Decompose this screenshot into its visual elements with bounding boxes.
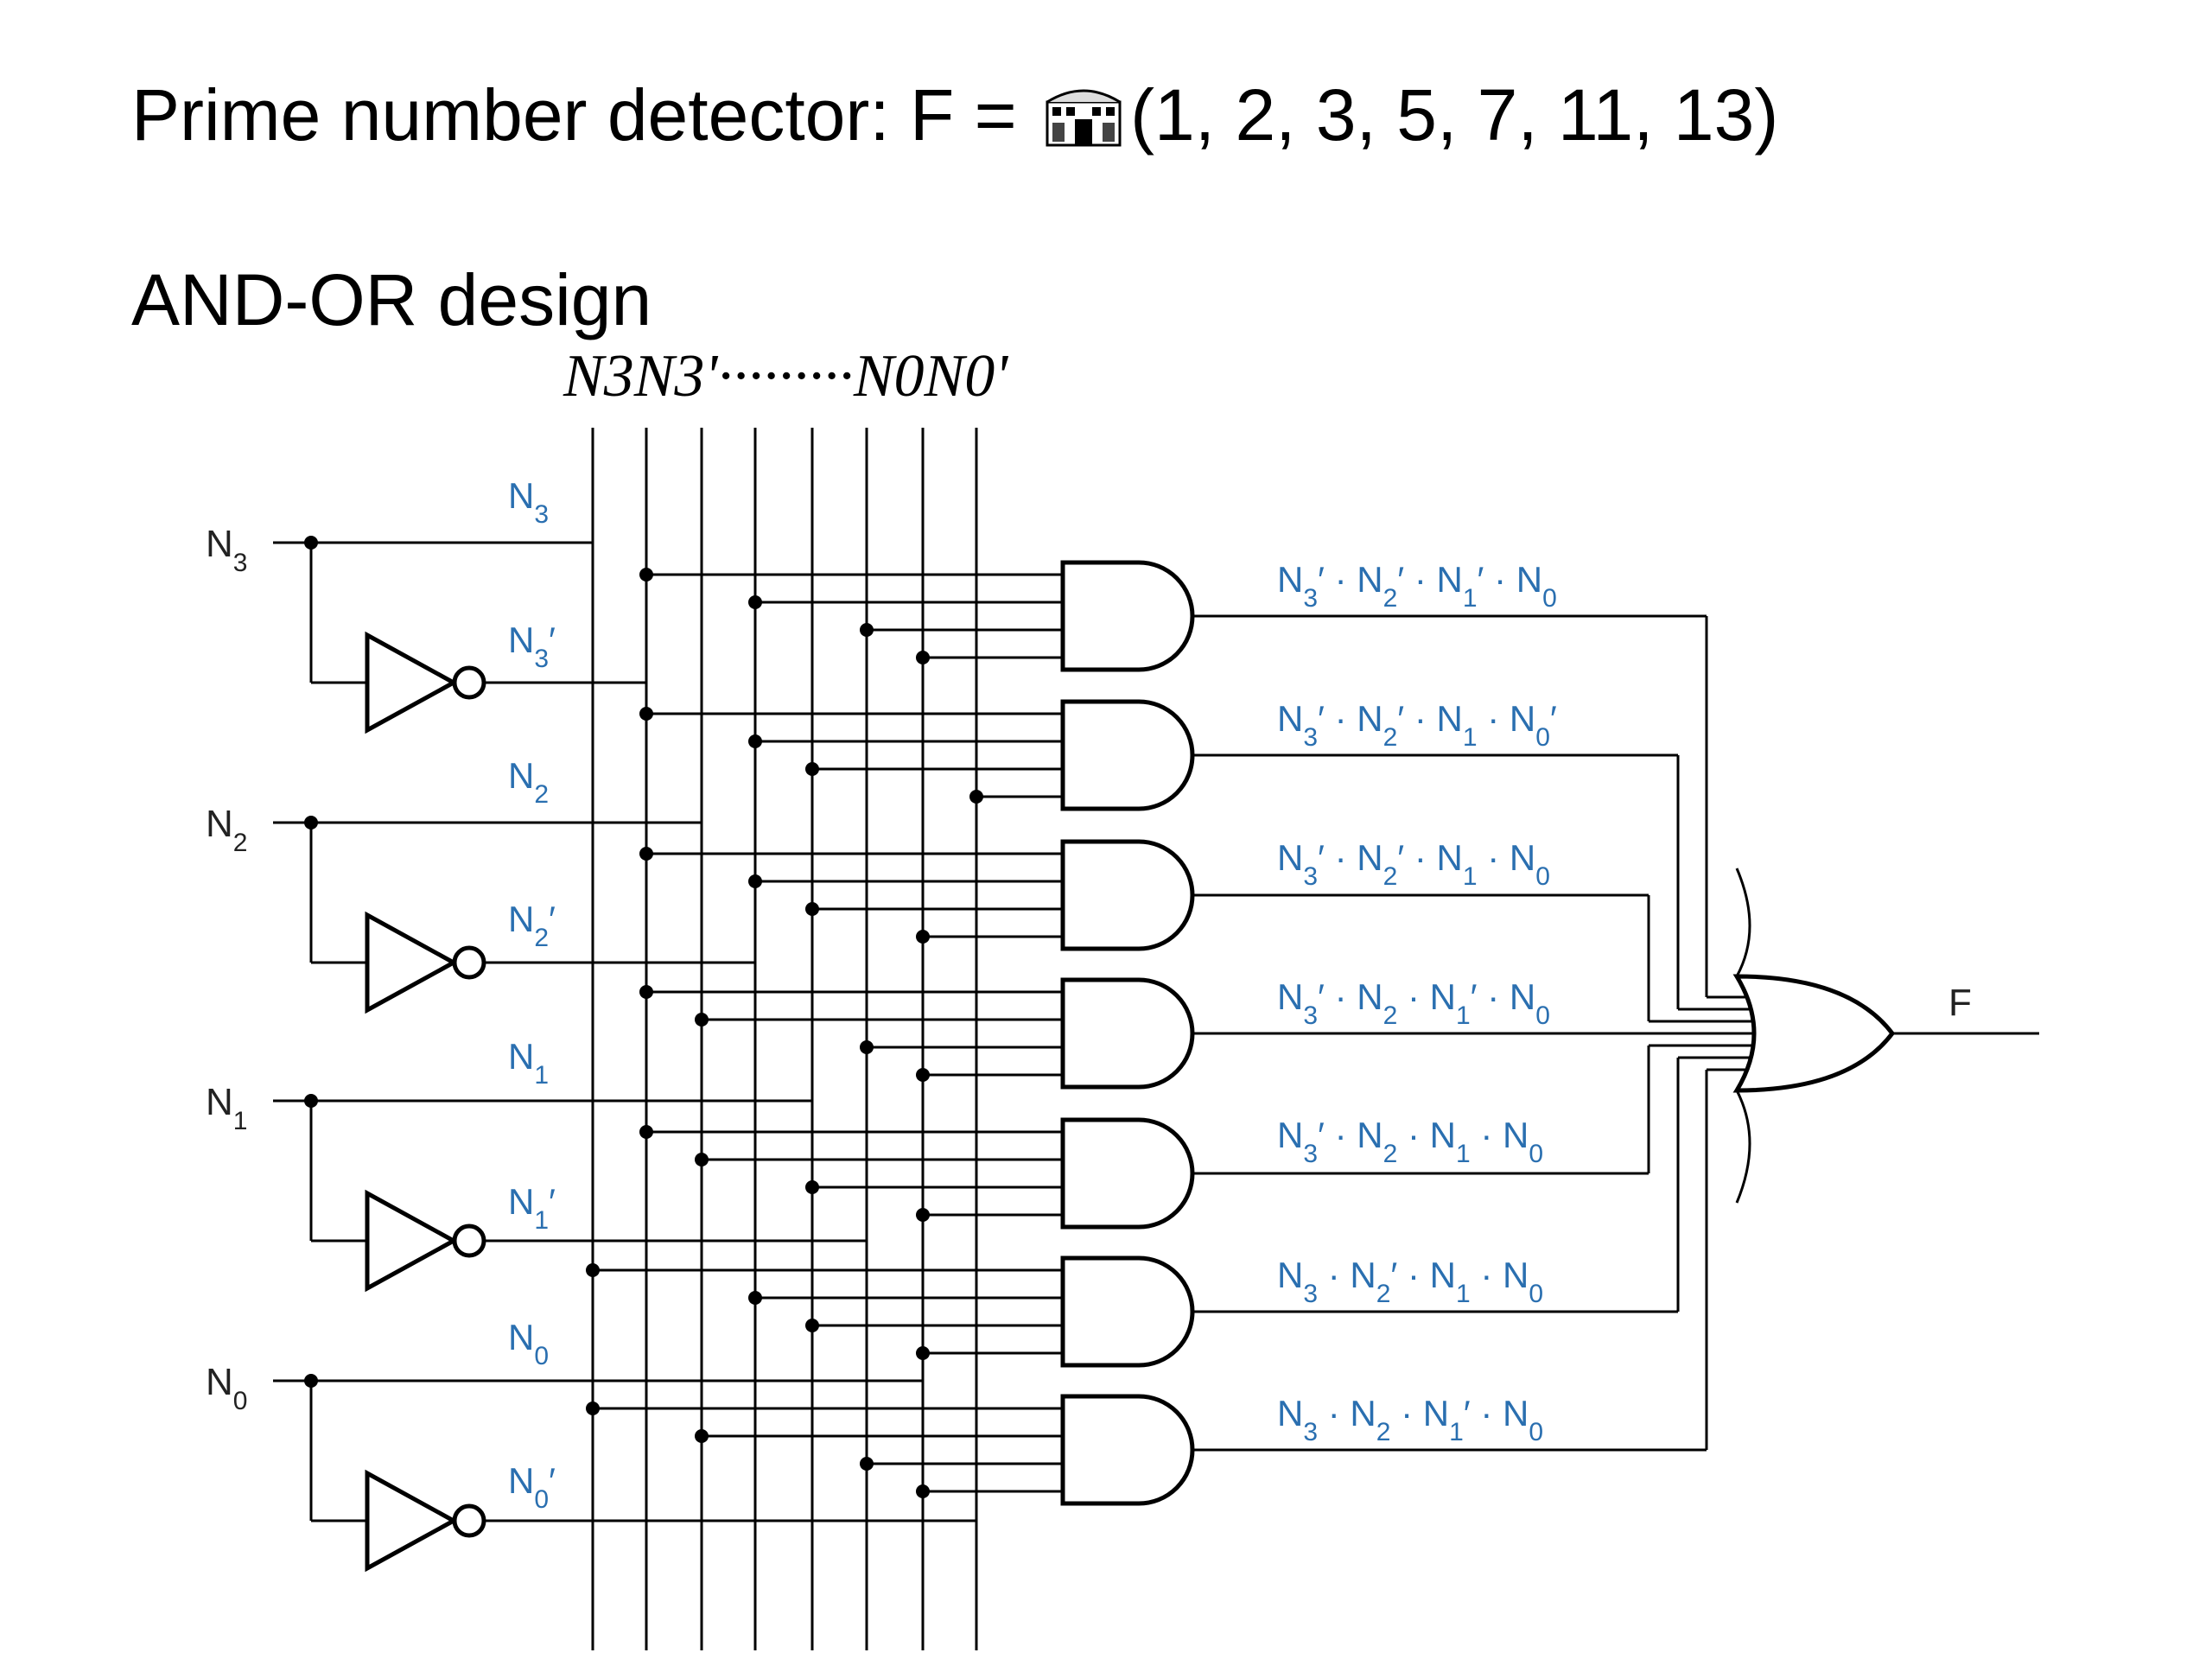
junction-dot [969, 790, 983, 804]
product-term-label: N3′ · N2′ · N1′ · N0 [1277, 559, 1557, 613]
junction-dot [748, 734, 762, 748]
bus-header-label: N3N3'·········N0N0' [563, 343, 1008, 410]
and-gate [1060, 977, 1195, 1090]
junction-dot [695, 1153, 709, 1166]
junction-dot [748, 1291, 762, 1305]
signal-label: N2′ [508, 899, 556, 952]
and-gate [1060, 560, 1195, 672]
and-gate [1060, 1394, 1195, 1506]
junction-dot [586, 1402, 600, 1415]
and-gate [1060, 1117, 1195, 1230]
junction-dot [639, 847, 653, 861]
junction-dot [586, 1263, 600, 1277]
signal-label: N3′ [508, 620, 556, 673]
and-gate [1060, 839, 1195, 951]
junction-dot [860, 1457, 874, 1471]
junction-dot [860, 623, 874, 637]
and-gate [1060, 1255, 1195, 1368]
junction-dot [916, 930, 930, 944]
subtitle: AND-OR design [131, 259, 652, 340]
title-suffix: (1, 2, 3, 5, 7, 11, 13) [1130, 74, 1779, 156]
junction-dot [916, 1068, 930, 1082]
or-gate [1732, 974, 1896, 1093]
product-term-label: N3 · N2 · N1′ · N0 [1277, 1393, 1543, 1446]
junction-dot [805, 1319, 819, 1332]
signal-label: N2 [508, 755, 549, 809]
input-label: N3 [206, 523, 247, 577]
junction-dot [805, 1180, 819, 1194]
inverter-gate [365, 911, 459, 1014]
signal-label: N1′ [508, 1181, 556, 1235]
output-label: F [1948, 982, 1972, 1024]
junction-dot [748, 874, 762, 888]
product-term-label: N3′ · N2 · N1′ · N0 [1277, 976, 1550, 1030]
junction-dot [748, 595, 762, 609]
junction-dot [916, 1346, 930, 1360]
or-gate-extension [1735, 1090, 1751, 1204]
product-term-label: N3 · N2′ · N1 · N0 [1277, 1255, 1543, 1308]
junction-dot [916, 1208, 930, 1222]
input-label: N0 [206, 1361, 247, 1415]
inverter-gate [365, 631, 459, 734]
title-prefix: Prime number detector: F = [131, 74, 1038, 156]
inverter-bubble [452, 1224, 486, 1258]
inverter-gate [365, 1469, 459, 1573]
junction-dot [805, 902, 819, 916]
inverter-bubble [452, 665, 486, 700]
product-term-label: N3′ · N2 · N1 · N0 [1277, 1115, 1543, 1168]
inverter-bubble [452, 1503, 486, 1538]
junction-dot [805, 762, 819, 776]
input-label: N1 [206, 1081, 247, 1135]
signal-label: N3 [508, 475, 549, 529]
product-term-label: N3′ · N2′ · N1 · N0 [1277, 837, 1550, 891]
junction-dot [916, 1484, 930, 1498]
signal-label: N1 [508, 1036, 549, 1090]
page-title: Prime number detector: F = (1, 2, 3, 5, … [131, 76, 1778, 151]
junction-dot [695, 1013, 709, 1027]
junction-dot [916, 651, 930, 664]
input-label: N2 [206, 803, 247, 857]
junction-dot [639, 1125, 653, 1139]
signal-label: N0 [508, 1317, 549, 1370]
inverter-bubble [452, 945, 486, 980]
signal-label: N0′ [508, 1460, 556, 1514]
inverter-gate [365, 1189, 459, 1293]
junction-dot [639, 985, 653, 999]
stadium-icon [1046, 89, 1122, 147]
junction-dot [639, 707, 653, 721]
junction-dot [860, 1040, 874, 1054]
junction-dot [639, 568, 653, 582]
junction-dot [695, 1429, 709, 1443]
or-gate-extension [1735, 868, 1751, 977]
and-gate [1060, 699, 1195, 811]
product-term-label: N3′ · N2′ · N1 · N0′ [1277, 698, 1557, 752]
